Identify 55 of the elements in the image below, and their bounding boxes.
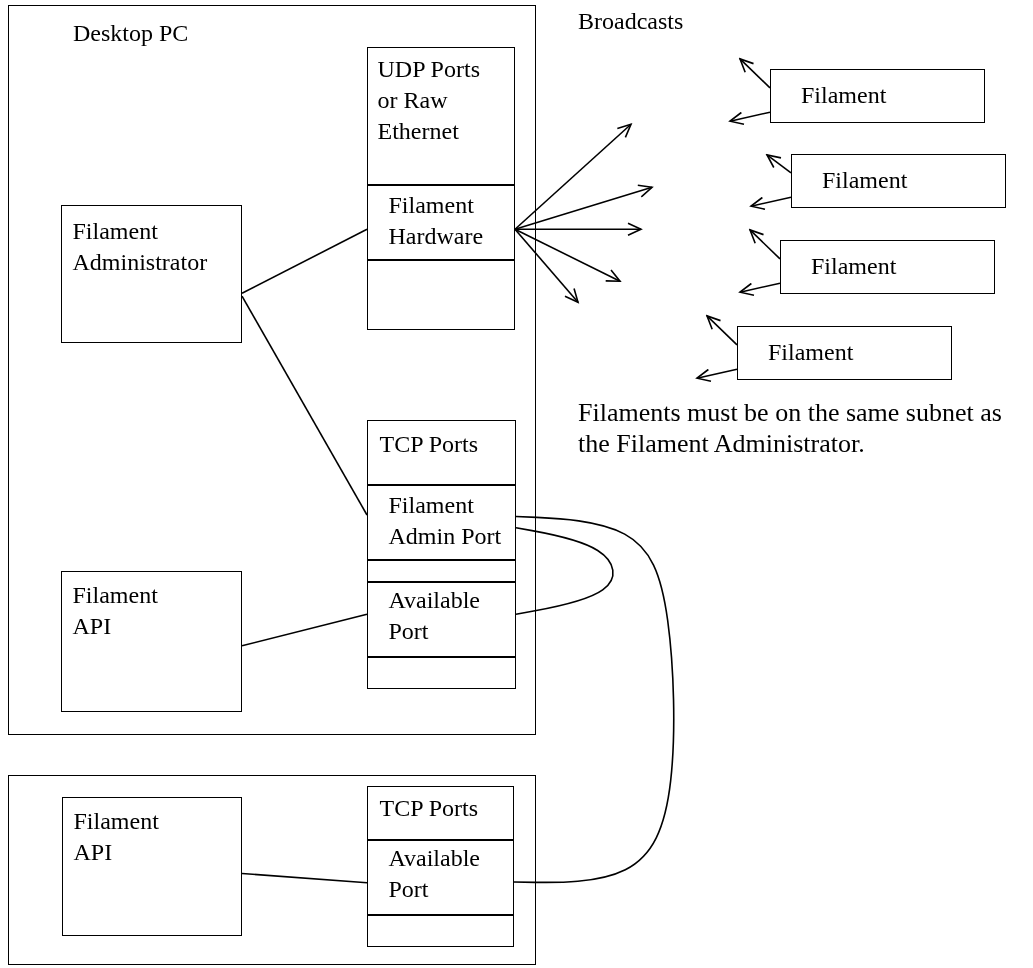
node-label: Filament Admin Port — [388, 490, 503, 551]
node-label: Filament — [768, 338, 855, 367]
connector-line — [241, 228, 368, 295]
connector-line — [241, 613, 368, 647]
arrow — [749, 229, 781, 260]
note-text: Filaments must be on the same subnet as the Filament Administrator. — [578, 397, 1003, 459]
port-cell — [366, 184, 515, 260]
process-box — [60, 570, 242, 712]
node-label: TCP Ports — [379, 429, 479, 459]
node-label: Filament — [811, 252, 898, 281]
connector-line — [241, 295, 368, 516]
arrow — [766, 154, 792, 174]
port-cell — [366, 839, 514, 915]
node-label: Desktop PC — [73, 19, 190, 48]
empty-cell — [8, 775, 536, 965]
node-label: Filament API — [73, 806, 160, 867]
arrow — [729, 111, 771, 125]
node-label: Filament API — [72, 580, 159, 641]
empty-cell — [366, 914, 514, 947]
arrow — [696, 368, 738, 382]
arrow — [514, 228, 621, 283]
arrow — [706, 315, 738, 346]
section-heading: Broadcasts — [578, 7, 685, 36]
process-box — [61, 796, 242, 936]
port-cell — [366, 46, 515, 185]
node-label: UDP Ports or Raw Ethernet — [377, 54, 481, 146]
port-cell — [366, 581, 516, 657]
empty-cell — [366, 559, 516, 582]
device-box — [770, 69, 985, 123]
empty-cell — [366, 259, 515, 330]
node-label: Filament — [822, 166, 909, 195]
arrow — [514, 123, 632, 231]
node-label: Filament Hardware — [388, 190, 485, 251]
device-box — [791, 154, 1006, 208]
node-label: Available Port — [388, 585, 481, 646]
process-box — [60, 204, 242, 343]
device-box — [780, 240, 995, 294]
connector-line — [513, 515, 675, 884]
arrow — [514, 222, 642, 237]
port-cell — [366, 419, 516, 485]
connector-line — [241, 872, 368, 884]
arrow — [514, 228, 579, 304]
port-cell — [366, 785, 514, 840]
node-label: TCP Ports — [379, 793, 479, 823]
empty-cell — [366, 656, 516, 689]
arrow — [750, 196, 792, 210]
node-label: Filament — [801, 81, 888, 110]
node-label: Available Port — [388, 843, 481, 904]
container-box — [8, 5, 536, 735]
arrow — [739, 282, 781, 296]
connector-line — [515, 526, 614, 616]
arrow — [739, 58, 771, 89]
node-label: Filament Administrator — [72, 216, 209, 277]
device-box — [737, 326, 952, 380]
port-cell — [366, 484, 516, 560]
